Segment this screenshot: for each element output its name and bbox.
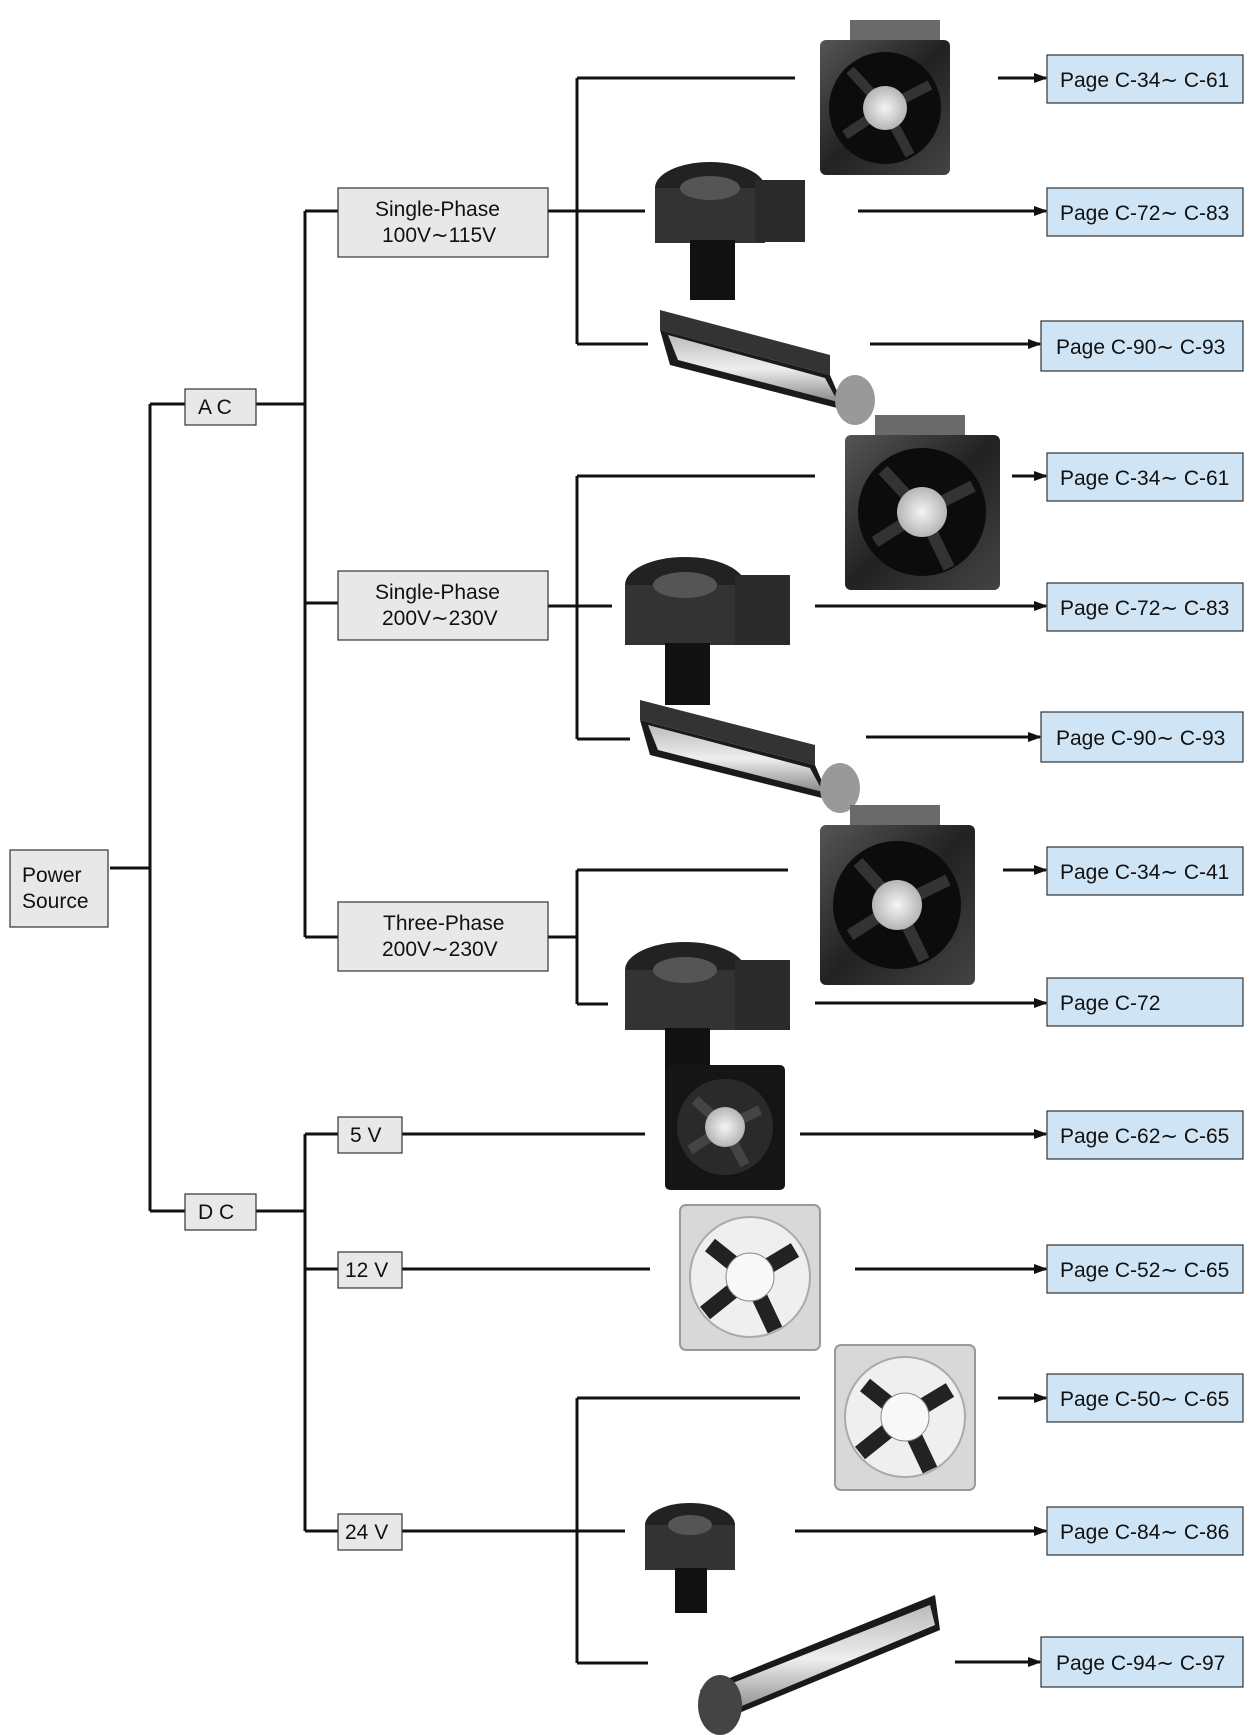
page-box-label: Page C-72∼ C-83 bbox=[1060, 597, 1229, 620]
dc-24v-node: 24 V bbox=[337, 1513, 403, 1551]
page-box[interactable]: Page C-62∼ C-65 bbox=[1046, 1110, 1244, 1160]
single-phase-200-node: Single-Phase 200V∼230V bbox=[337, 570, 549, 641]
blower-icon bbox=[655, 162, 805, 300]
arrows bbox=[795, 73, 1048, 1667]
page-box-label: Page C-90∼ C-93 bbox=[1056, 336, 1225, 359]
ac-axial-fan-icon bbox=[820, 805, 975, 985]
power-source-label-1: Power bbox=[22, 864, 82, 887]
dc-12v-label: 12 V bbox=[345, 1259, 388, 1282]
dc-node: D C bbox=[184, 1193, 257, 1231]
dc-blower-icon bbox=[645, 1503, 735, 1613]
page-box[interactable]: Page C-72∼ C-83 bbox=[1046, 582, 1244, 632]
page-box[interactable]: Page C-50∼ C-65 bbox=[1046, 1373, 1244, 1423]
ac-label: A C bbox=[198, 396, 232, 419]
cross-flow-fan-icon bbox=[698, 1595, 940, 1735]
dc-label: D C bbox=[198, 1201, 234, 1224]
page-box[interactable]: Page C-34∼ C-41 bbox=[1046, 846, 1244, 896]
single-phase-200-line1: Single-Phase bbox=[375, 581, 500, 604]
page-box-label: Page C-62∼ C-65 bbox=[1060, 1125, 1229, 1148]
three-phase-200-line1: Three-Phase bbox=[383, 912, 504, 935]
dc-5v-label: 5 V bbox=[350, 1124, 382, 1147]
dc-12v-node: 12 V bbox=[337, 1251, 403, 1289]
page-box[interactable]: Page C-34∼ C-61 bbox=[1046, 452, 1244, 502]
ac-axial-fan-icon bbox=[845, 415, 1000, 590]
page-box-label: Page C-94∼ C-97 bbox=[1056, 1652, 1225, 1675]
page-box[interactable]: Page C-52∼ C-65 bbox=[1046, 1244, 1244, 1294]
page-box[interactable]: Page C-90∼ C-93 bbox=[1040, 320, 1244, 372]
single-phase-100-line1: Single-Phase bbox=[375, 198, 500, 221]
page-box-label: Page C-72∼ C-83 bbox=[1060, 202, 1229, 225]
product-images bbox=[625, 20, 1000, 1735]
power-source-node: Power Source bbox=[9, 849, 109, 928]
connector-lines bbox=[110, 76, 815, 1665]
page-box[interactable]: Page C-34∼ C-61 bbox=[1046, 54, 1244, 104]
dc-fan-clear-icon bbox=[679, 1204, 821, 1351]
blower-icon bbox=[625, 557, 790, 705]
cross-flow-fan-icon bbox=[640, 700, 860, 813]
dc-fan-clear-icon bbox=[834, 1344, 976, 1491]
ac-axial-fan-icon bbox=[820, 20, 950, 175]
page-box-label: Page C-90∼ C-93 bbox=[1056, 727, 1225, 750]
page-box-label: Page C-52∼ C-65 bbox=[1060, 1259, 1229, 1282]
three-phase-200-line2: 200V∼230V bbox=[382, 938, 498, 961]
page-box[interactable]: Page C-72 bbox=[1046, 977, 1244, 1027]
page-boxes: Page C-34∼ C-61 Page C-72∼ C-83 Page C-9… bbox=[1040, 54, 1244, 1688]
page-box[interactable]: Page C-90∼ C-93 bbox=[1040, 711, 1244, 763]
power-source-label-2: Source bbox=[22, 890, 89, 913]
three-phase-200-node: Three-Phase 200V∼230V bbox=[337, 901, 549, 972]
page-box-label: Page C-34∼ C-61 bbox=[1060, 69, 1229, 92]
blower-icon bbox=[625, 942, 790, 1090]
cross-flow-fan-icon bbox=[660, 310, 875, 425]
dc-24v-label: 24 V bbox=[345, 1521, 388, 1544]
page-box-label: Page C-84∼ C-86 bbox=[1060, 1521, 1229, 1544]
single-phase-200-line2: 200V∼230V bbox=[382, 607, 498, 630]
single-phase-100-line2: 100V∼115V bbox=[382, 224, 496, 247]
dc-5v-node: 5 V bbox=[337, 1116, 403, 1154]
page-box-label: Page C-34∼ C-41 bbox=[1060, 861, 1229, 884]
dc-fan-black-icon bbox=[665, 1065, 785, 1190]
single-phase-100-node: Single-Phase 100V∼115V bbox=[337, 187, 549, 258]
page-box-label: Page C-72 bbox=[1060, 992, 1160, 1015]
page-box[interactable]: Page C-72∼ C-83 bbox=[1046, 187, 1244, 237]
page-box-label: Page C-50∼ C-65 bbox=[1060, 1388, 1229, 1411]
page-box-label: Page C-34∼ C-61 bbox=[1060, 467, 1229, 490]
page-box[interactable]: Page C-94∼ C-97 bbox=[1040, 1636, 1244, 1688]
page-box[interactable]: Page C-84∼ C-86 bbox=[1046, 1506, 1244, 1556]
ac-node: A C bbox=[184, 388, 257, 426]
